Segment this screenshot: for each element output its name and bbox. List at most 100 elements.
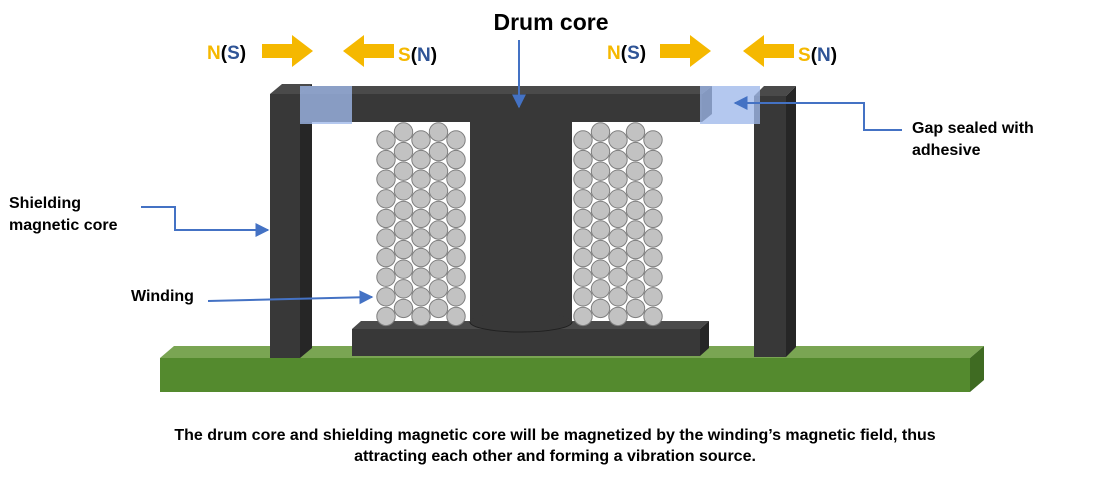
- wire-turn: [411, 208, 431, 229]
- wire-turn: [393, 161, 414, 181]
- wire-turn: [608, 208, 628, 229]
- wire-turn: [446, 306, 466, 327]
- adhesive-gap-left: [300, 86, 352, 124]
- wire-turn: [428, 239, 449, 260]
- wire-turn: [376, 149, 396, 170]
- shield-pillar-left: [270, 84, 312, 358]
- wire-turn: [643, 130, 663, 150]
- shield-pillar-right: [754, 86, 796, 357]
- wire-turn: [590, 220, 611, 240]
- wire-turn: [608, 169, 628, 189]
- wire-turn: [643, 169, 663, 189]
- wire-turn: [428, 259, 449, 279]
- caption-line-2: attracting each other and forming a vibr…: [354, 448, 756, 465]
- wire-turn: [573, 149, 593, 170]
- wire-turn: [590, 161, 611, 181]
- wire-turn: [590, 200, 611, 221]
- wire-turn: [625, 220, 646, 240]
- wire-turn: [428, 181, 449, 201]
- wire-turn: [625, 298, 646, 319]
- wire-turn: [573, 287, 593, 307]
- leader-gap: [733, 96, 902, 131]
- wire-turn: [643, 228, 663, 248]
- wire-turn: [428, 161, 449, 181]
- wire-turn: [376, 267, 396, 287]
- wire-turn: [393, 181, 414, 201]
- wire-turn: [608, 149, 628, 170]
- wire-turn: [625, 279, 646, 299]
- wire-turn: [643, 149, 663, 170]
- wire-turn: [411, 149, 431, 170]
- wire-turn: [446, 130, 466, 150]
- wire-turn: [643, 267, 663, 287]
- wire-turn: [393, 239, 414, 260]
- wire-turn: [625, 259, 646, 279]
- wire-turn: [393, 259, 414, 279]
- wire-turn: [608, 267, 628, 287]
- shield-label-line1: Shielding: [9, 195, 81, 212]
- wire-turn: [573, 228, 593, 248]
- adhesive-gap-right: [700, 86, 760, 124]
- wire-turn: [446, 267, 466, 287]
- drum-core-label: Drum core: [493, 9, 608, 35]
- wire-turn: [590, 181, 611, 201]
- wire-turn: [393, 298, 414, 319]
- wire-turn: [590, 259, 611, 279]
- wire-turn: [393, 200, 414, 221]
- wire-turn: [590, 239, 611, 260]
- wire-turn: [376, 247, 396, 268]
- wire-turn: [573, 208, 593, 229]
- wire-turn: [625, 200, 646, 221]
- wire-turn: [446, 169, 466, 189]
- wire-turn: [573, 247, 593, 268]
- wire-turn: [573, 169, 593, 189]
- wire-turn: [428, 200, 449, 221]
- wire-turn: [608, 247, 628, 268]
- arrow-left-1: [343, 35, 394, 67]
- wire-turn: [428, 279, 449, 299]
- wire-turn: [643, 287, 663, 307]
- wire-turn: [625, 239, 646, 260]
- pole-label-1: N(S): [207, 43, 246, 64]
- gap-label-line2: adhesive: [912, 142, 981, 159]
- wire-turn: [376, 287, 396, 307]
- wire-turn: [376, 208, 396, 229]
- leader-winding: [207, 290, 374, 305]
- wire-turn: [608, 130, 628, 150]
- wire-turn: [446, 287, 466, 307]
- wire-turn: [411, 267, 431, 287]
- pole-label-4: S(N): [798, 45, 837, 66]
- wire-turn: [643, 208, 663, 229]
- wire-turn: [446, 149, 466, 170]
- wire-turn: [446, 247, 466, 268]
- wire-turn: [608, 228, 628, 248]
- wire-turn: [411, 287, 431, 307]
- wire-turn: [411, 306, 431, 327]
- drum-core-center-post: [469, 110, 573, 333]
- wire-turn: [393, 141, 414, 162]
- wire-turn: [643, 189, 663, 209]
- wire-turn: [376, 169, 396, 189]
- wire-turn: [411, 189, 431, 209]
- wire-turn: [411, 247, 431, 268]
- wire-turn: [643, 306, 663, 327]
- wire-turn: [590, 122, 611, 142]
- drum-core-top-flange: [300, 86, 712, 122]
- wire-turn: [625, 141, 646, 162]
- wire-turn: [625, 181, 646, 201]
- wire-turn: [376, 130, 396, 150]
- wire-turn: [573, 189, 593, 209]
- arrow-left-2: [743, 35, 794, 67]
- wire-turn: [393, 279, 414, 299]
- wire-turn: [573, 306, 593, 327]
- wire-turn: [446, 189, 466, 209]
- wire-turn: [573, 267, 593, 287]
- pole-label-3: N(S): [607, 43, 646, 64]
- winding-label: Winding: [131, 288, 194, 305]
- pole-label-2: S(N): [398, 45, 437, 66]
- wire-turn: [428, 220, 449, 240]
- arrow-right-2: [660, 35, 711, 67]
- caption-line-1: The drum core and shielding magnetic cor…: [174, 427, 936, 444]
- winding-right: [573, 122, 663, 327]
